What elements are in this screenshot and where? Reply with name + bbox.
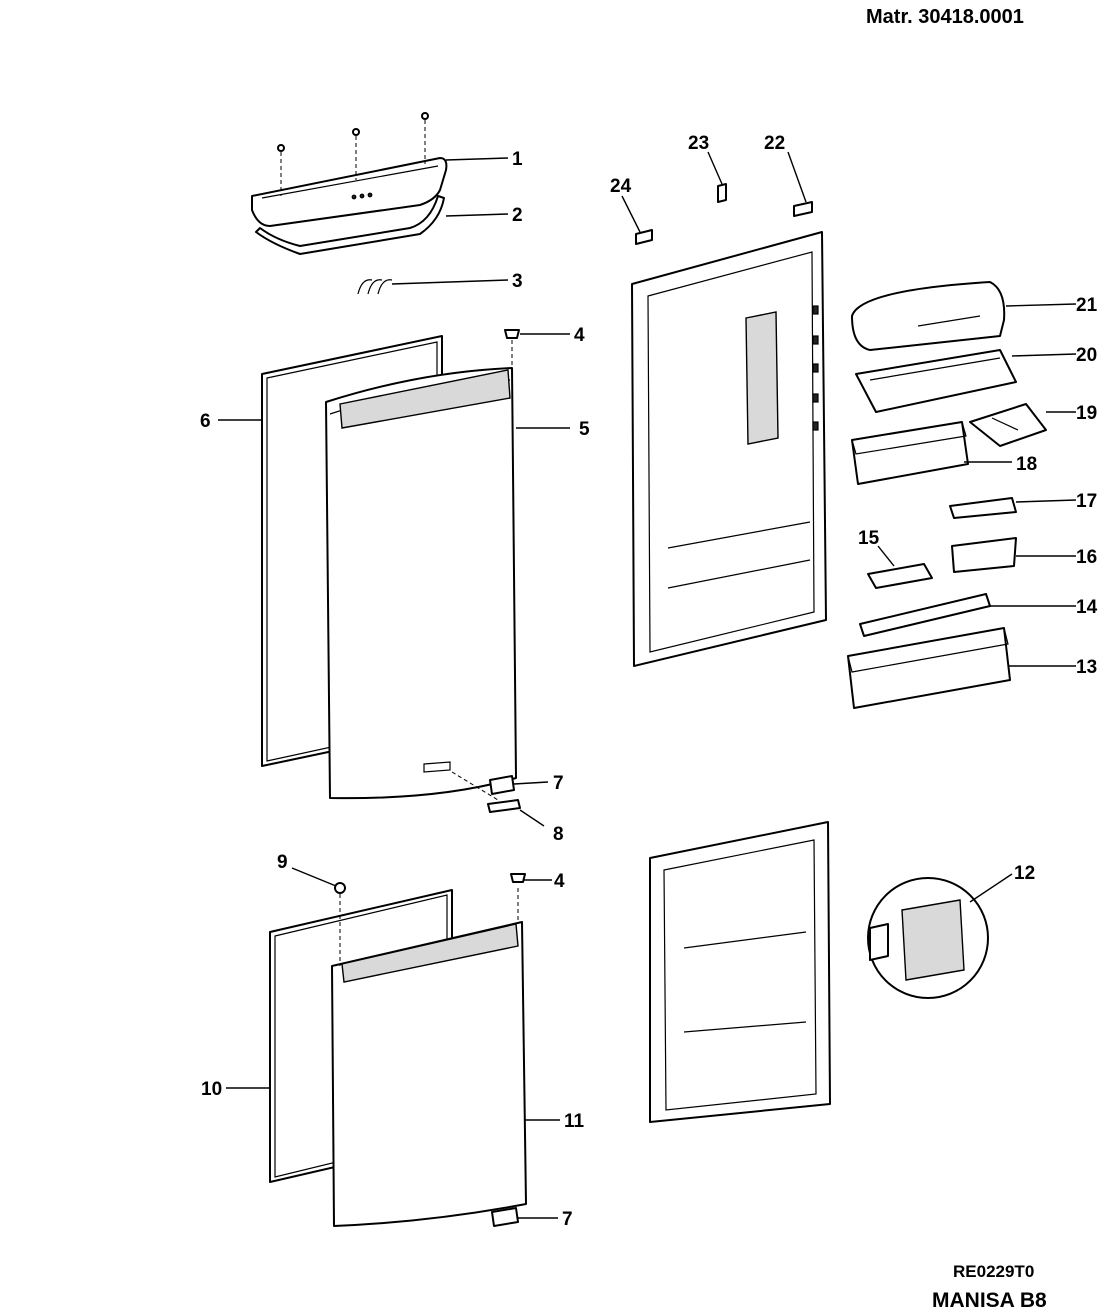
lower-door-screw-plug [334,882,346,966]
callout-4b: 4 [554,871,565,892]
bottle-shelf [847,627,1011,709]
callout-24: 24 [610,176,632,197]
model-name: MANISA B8 [932,1289,1047,1312]
cover-base-plate [255,195,445,255]
small-door-shelf [851,421,969,485]
lower-door-panel [331,921,527,1227]
callout-23: 23 [688,133,709,154]
upper-door-handle-insert [487,799,521,813]
hinge-clips [357,279,393,295]
hinge-detail-inset [867,877,989,999]
callout-18: 18 [1016,454,1037,475]
lower-door-liner [649,821,831,1123]
lower-door-hinge-pin [491,1206,519,1227]
callout-17: 17 [1076,491,1097,512]
callout-4: 4 [574,325,585,346]
dairy-lid [851,281,1006,351]
callout-22: 22 [764,133,785,154]
dairy-tray [855,349,1017,413]
upper-door-plug [504,329,520,368]
bottle-retainer [859,593,991,637]
lower-door-plug [510,873,526,922]
material-number: Matr. 30418.0001 [866,6,1024,28]
leader-lines [218,151,1077,1219]
callout-14: 14 [1076,597,1098,618]
container-box [951,537,1017,573]
top-hinge-cover [251,157,448,227]
ice-cube-tray [867,563,933,589]
callout-7: 7 [553,773,564,794]
callout-16: 16 [1076,547,1097,568]
callout-numbers: 1 2 3 4 5 6 7 8 9 4 10 11 7 12 13 14 15 … [200,133,1098,1230]
cover-screws [277,112,429,196]
callout-20: 20 [1076,345,1097,366]
callout-21: 21 [1076,295,1098,316]
upper-door-hinge-pin [489,775,515,795]
liner-label-small [635,229,653,245]
callout-8: 8 [553,824,564,845]
upper-door-panel [325,367,517,801]
upper-door-liner [631,231,827,667]
liner-label-vertical [717,183,727,203]
callout-6: 6 [200,411,211,432]
liner-label-right [793,201,813,217]
callout-11: 11 [564,1111,585,1132]
callout-10: 10 [201,1079,222,1100]
callout-3: 3 [512,271,523,292]
callout-1: 1 [512,149,523,170]
drawing-code: RE0229T0 [953,1262,1035,1281]
container-lid [949,497,1017,519]
callout-9: 9 [277,852,288,873]
callout-15: 15 [858,528,880,549]
callout-13: 13 [1076,657,1097,678]
callout-7b: 7 [562,1209,573,1230]
callout-19: 19 [1076,403,1097,424]
egg-holder [969,403,1047,447]
callout-2: 2 [512,205,523,226]
callout-5: 5 [579,419,590,440]
callout-12: 12 [1014,863,1035,884]
